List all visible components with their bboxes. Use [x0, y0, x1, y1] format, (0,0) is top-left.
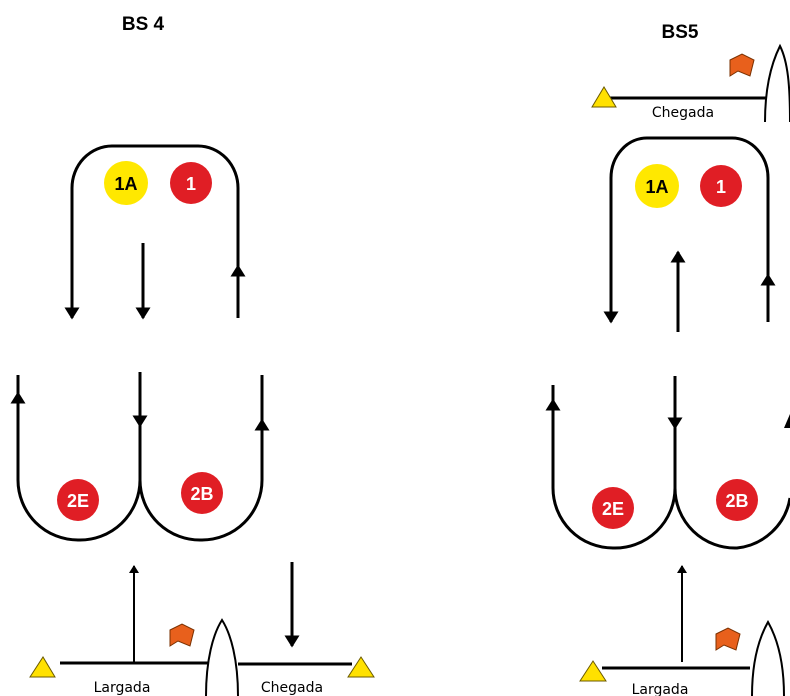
- mark-1a-label: 1A: [114, 174, 137, 194]
- mark-1-buoy: [170, 162, 212, 204]
- diagram-title: BS5: [662, 22, 699, 43]
- mark-1-buoy: [700, 165, 742, 207]
- pin-triangle-icon: [29, 656, 56, 678]
- start-label: Largada: [632, 682, 689, 696]
- boat-icon: [205, 618, 239, 696]
- mark-1-label: 1: [716, 177, 726, 197]
- pin-triangle-icon: [591, 86, 617, 108]
- arrow-head-partial: [784, 414, 790, 428]
- pin-triangle-icon: [579, 660, 607, 682]
- mark-2b-label: 2B: [725, 491, 748, 511]
- mark-1a-buoy: [104, 161, 148, 205]
- mark-2e-buoy: [592, 487, 634, 529]
- diagram-title: BS 4: [122, 14, 165, 35]
- diagram-bs4: BS 4 1A 1 2E 2B Largada Chegada: [10, 14, 375, 696]
- upper-loop: [609, 136, 770, 322]
- mark-1a-buoy: [635, 164, 679, 208]
- start-label: Largada: [94, 680, 151, 696]
- diagram-bs5: BS5 Chegada 1A 1 2E 2B Largada: [545, 22, 790, 696]
- flag-icon: [729, 53, 755, 77]
- boat-icon: [751, 619, 785, 696]
- mark-2b-buoy: [181, 472, 223, 514]
- pin-triangle-icon: [347, 656, 375, 678]
- mark-1a-label: 1A: [645, 177, 668, 197]
- mark-1-label: 1: [186, 174, 196, 194]
- mark-2e-label: 2E: [602, 499, 624, 519]
- mark-2e-buoy: [57, 479, 99, 521]
- upper-loop: [70, 144, 240, 318]
- flag-icon: [169, 623, 195, 647]
- mark-2b-buoy: [716, 479, 758, 521]
- finish-label: Chegada: [261, 680, 323, 696]
- finish-label: Chegada: [652, 105, 714, 121]
- boat-icon: [764, 43, 790, 123]
- mark-2b-label: 2B: [190, 484, 213, 504]
- mark-2e-label: 2E: [67, 491, 89, 511]
- lower-loops: [551, 385, 790, 550]
- flag-icon: [715, 627, 741, 651]
